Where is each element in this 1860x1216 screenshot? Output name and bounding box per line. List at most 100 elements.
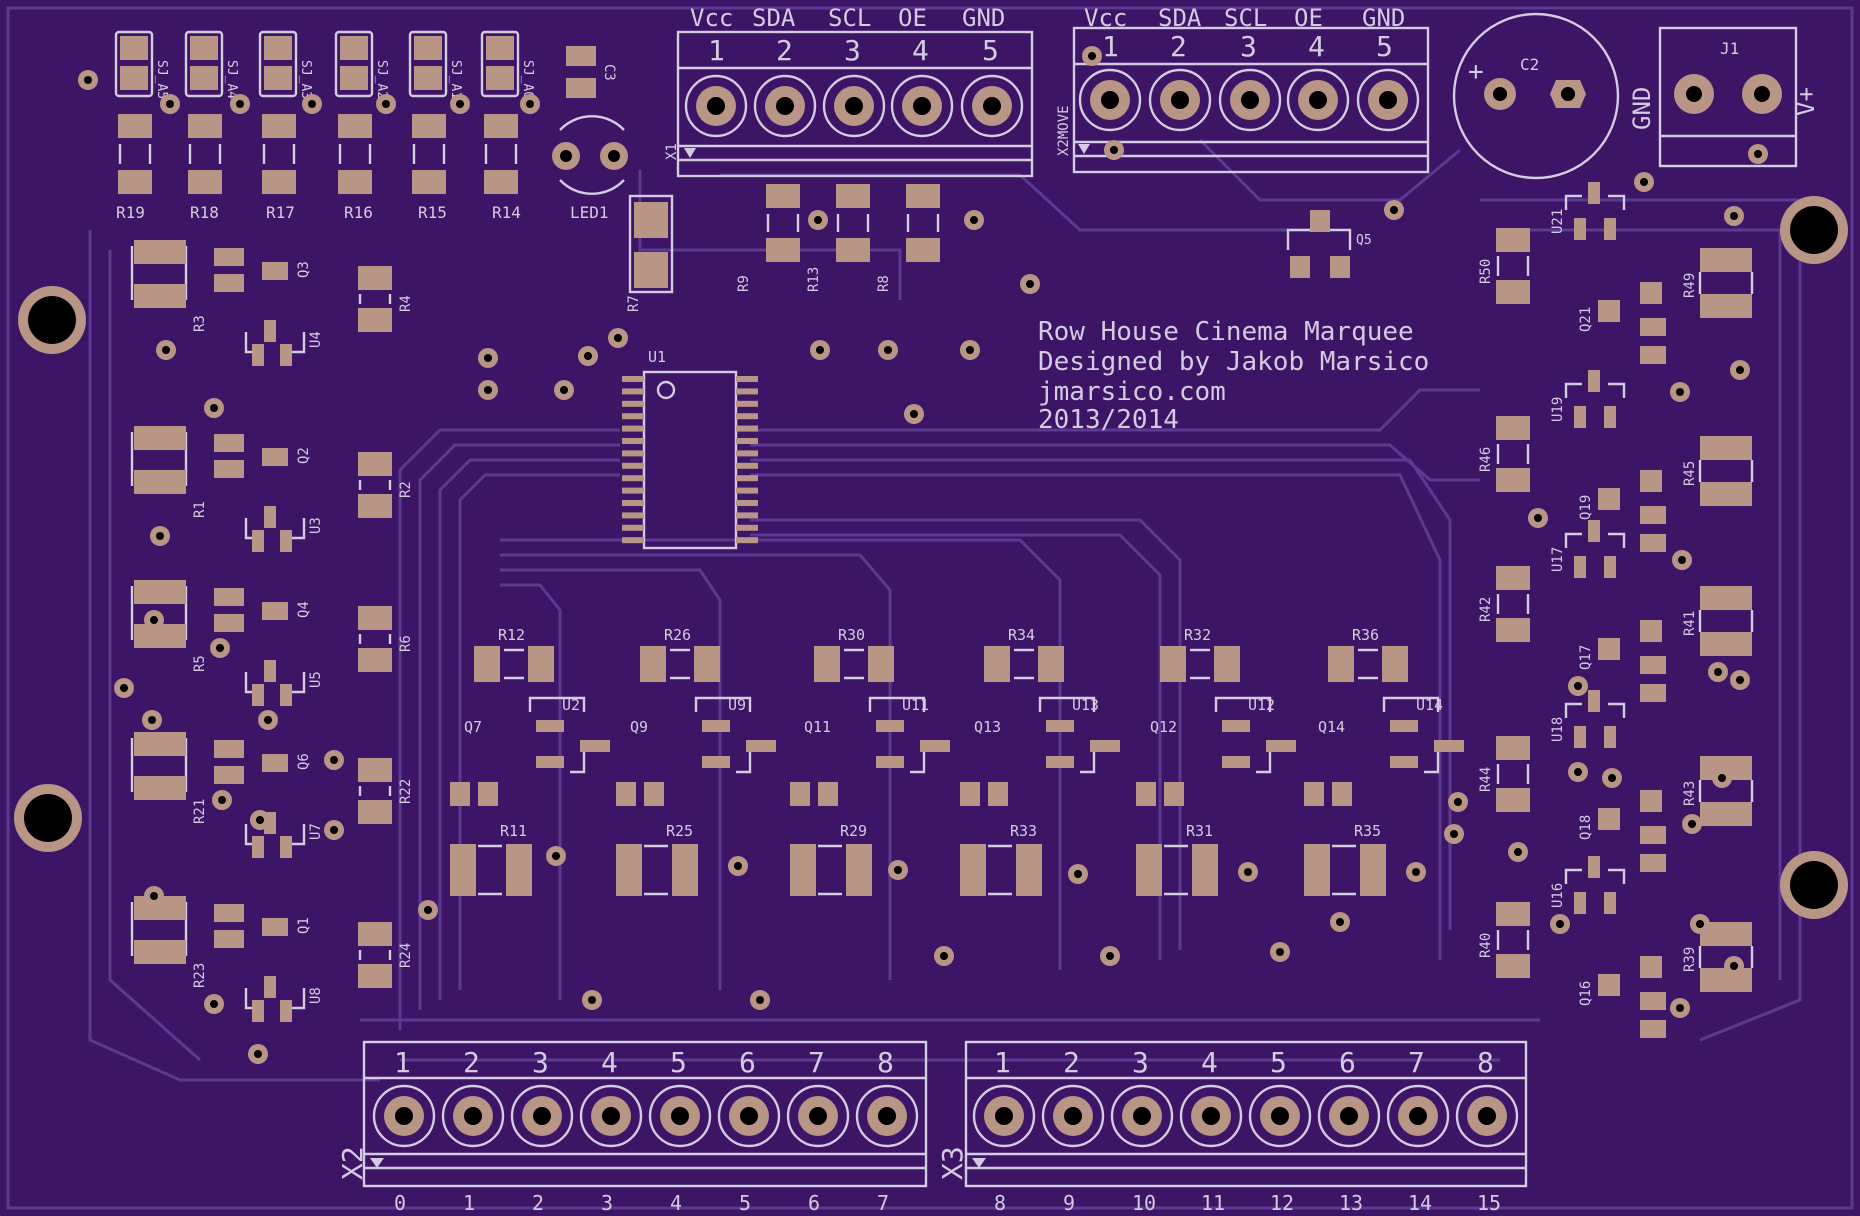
x3-pin-label: 2 bbox=[1063, 1046, 1080, 1079]
ic-label: U8 bbox=[308, 987, 324, 1004]
connector-j1: J1 GND V+ bbox=[1628, 26, 1820, 168]
x1-signal-scl: SCL bbox=[828, 4, 871, 32]
resistor-r17: R17 bbox=[262, 114, 296, 222]
transistor-label: Q16 bbox=[1578, 981, 1594, 1006]
jumper-label: SJ_A4 bbox=[224, 60, 239, 99]
transistor-label: Q6 bbox=[296, 753, 312, 770]
x1-pin-1: 1 bbox=[708, 34, 725, 67]
resistor-label: R18 bbox=[190, 203, 219, 222]
resistor-r19: R19 bbox=[116, 114, 152, 222]
resistor-label: R29 bbox=[840, 822, 867, 840]
header-x1: Vcc SDA SCL OE GND 1 2 3 4 5 X1 bbox=[664, 4, 1034, 178]
ic-u1: U1 bbox=[622, 348, 758, 550]
c2-plus-sign: + bbox=[1468, 57, 1484, 87]
mounting-hole-bottom-left bbox=[14, 784, 82, 852]
jumper-label: SJ_A2 bbox=[374, 60, 389, 99]
resistor-label: R5 bbox=[192, 655, 208, 672]
jumper-sj-a0: SJ_A0 bbox=[480, 30, 535, 99]
x1-signal-gnd: GND bbox=[962, 4, 1005, 32]
x2move-pin-1: 1 bbox=[1102, 30, 1119, 63]
resistor-label: R19 bbox=[116, 203, 145, 222]
x1-pin-2: 2 bbox=[776, 34, 793, 67]
x3-output-label: 9 bbox=[1063, 1191, 1075, 1215]
x1-ref: X1 bbox=[664, 143, 680, 160]
x2move-ref: X2MOVE bbox=[1056, 105, 1072, 156]
mounting-hole-bottom-right bbox=[1780, 851, 1848, 919]
transistor-label: Q4 bbox=[296, 601, 312, 618]
resistor-label: R24 bbox=[398, 943, 414, 968]
ic-label: U11 bbox=[902, 696, 929, 714]
transistor-label: Q21 bbox=[1578, 307, 1594, 332]
x2-output-label: 3 bbox=[601, 1191, 613, 1215]
x2-pin-label: 5 bbox=[670, 1046, 687, 1079]
resistor-label: R2 bbox=[398, 481, 414, 498]
transistor-label: Q9 bbox=[630, 718, 648, 736]
c2-label: C2 bbox=[1520, 55, 1539, 74]
x2-output-label: 7 bbox=[877, 1191, 889, 1215]
resistor-label: R42 bbox=[1478, 597, 1494, 622]
resistor-label: R21 bbox=[192, 799, 208, 824]
x1-signal-oe: OE bbox=[898, 4, 927, 32]
left-channel-drivers: R3Q3R4U4R1Q2R2U3R5Q4R6U5R21Q6R22U7R23Q1R… bbox=[130, 240, 414, 1022]
x1-pin-4: 4 bbox=[912, 34, 929, 67]
resistor-label: R16 bbox=[344, 203, 373, 222]
resistor-label: R33 bbox=[1010, 822, 1037, 840]
right-channel-drivers: U21R50Q21R49U19R46Q19R45U17R42Q17R41U18R… bbox=[1478, 182, 1754, 1038]
x2-pin-label: 4 bbox=[601, 1046, 618, 1079]
resistor-label: R23 bbox=[192, 963, 208, 988]
board-outline bbox=[6, 6, 1854, 1210]
capacitor-c2: + C2 bbox=[1452, 12, 1620, 180]
resistor-label: R30 bbox=[838, 626, 865, 644]
capacitor-c3: C3 bbox=[566, 46, 617, 98]
x2move-pin-5: 5 bbox=[1376, 30, 1393, 63]
title-line-2: Designed by Jakob Marsico bbox=[1038, 347, 1429, 377]
resistor-label: R36 bbox=[1352, 626, 1379, 644]
led-led1: LED1 bbox=[552, 115, 628, 222]
x3-pin-label: 5 bbox=[1270, 1046, 1287, 1079]
resistor-r14: R14 bbox=[484, 114, 521, 222]
resistor-label: R17 bbox=[266, 203, 295, 222]
x2-output-label: 4 bbox=[670, 1191, 682, 1215]
transistor-label: Q1 bbox=[296, 917, 312, 934]
transistor-label: Q12 bbox=[1150, 718, 1177, 736]
title-line-4: 2013/2014 bbox=[1038, 405, 1179, 435]
x2-output-label: 6 bbox=[808, 1191, 820, 1215]
jumper-label: SJ_A1 bbox=[448, 60, 463, 99]
jumper-label: SJ_A5 bbox=[154, 60, 169, 99]
u1-pins bbox=[622, 376, 758, 544]
middle-channel-drivers: R12U2Q7R11R26U9Q9R25R30U11Q11R29R34U13Q1… bbox=[450, 626, 1464, 896]
resistor-label: R43 bbox=[1682, 781, 1698, 806]
x2move-pin-3: 3 bbox=[1240, 30, 1257, 63]
resistor-label: R31 bbox=[1186, 822, 1213, 840]
u1-label: U1 bbox=[648, 348, 666, 366]
ic-label: U9 bbox=[728, 696, 746, 714]
header-x2move: Vcc SDA SCL OE GND 1 2 3 4 5 X2MOVE bbox=[1056, 4, 1430, 174]
title-line-3: jmarsico.com bbox=[1038, 377, 1226, 407]
jumper-sj-a5: SJ_A5 bbox=[114, 30, 169, 99]
transistor-label: Q11 bbox=[804, 718, 831, 736]
resistor-label: R14 bbox=[492, 203, 521, 222]
x3-ref: X3 bbox=[936, 1146, 969, 1180]
resistor-label: R35 bbox=[1354, 822, 1381, 840]
ic-label: U19 bbox=[1550, 397, 1566, 422]
x2-output-label: 1 bbox=[463, 1191, 475, 1215]
j1-vplus-label: V+ bbox=[1792, 87, 1820, 116]
resistor-r8: R8 bbox=[876, 184, 940, 292]
x2-pin-label: 6 bbox=[739, 1046, 756, 1079]
x3-output-label: 8 bbox=[994, 1191, 1006, 1215]
x2-output-label: 5 bbox=[739, 1191, 751, 1215]
resistor-label: R11 bbox=[500, 822, 527, 840]
x3-output-label: 15 bbox=[1477, 1191, 1501, 1215]
resistor-label: R9 bbox=[736, 275, 752, 292]
resistor-label: R6 bbox=[398, 635, 414, 652]
x2-output-label: 0 bbox=[394, 1191, 406, 1215]
resistor-r9: R9 bbox=[736, 184, 800, 292]
ic-label: U7 bbox=[308, 823, 324, 840]
